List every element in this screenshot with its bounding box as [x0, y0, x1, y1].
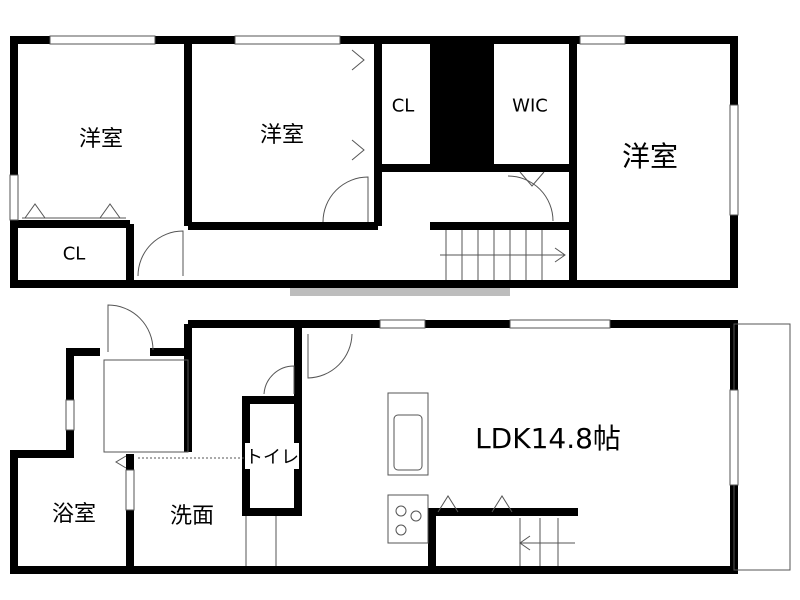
room-label-closet-1: CL	[62, 243, 86, 265]
upper-details	[9, 35, 739, 280]
room-label-closet-2: CL	[391, 95, 415, 117]
room-label-washroom: 洗面	[169, 504, 215, 529]
room-label-western-room-1: 洋室	[78, 127, 124, 152]
lower-details	[65, 304, 791, 571]
shaft	[430, 40, 490, 168]
lower-floor-walls	[10, 320, 738, 574]
room-label-ldk: LDK14.8帖	[475, 422, 621, 455]
room-label-toilet: トイレ	[245, 443, 299, 469]
room-label-western-room-3: 洋室	[621, 140, 679, 173]
room-label-bathroom: 浴室	[51, 502, 97, 527]
room-label-walk-in-closet: WIC	[512, 95, 548, 117]
room-label-western-room-2: 洋室	[259, 123, 305, 148]
